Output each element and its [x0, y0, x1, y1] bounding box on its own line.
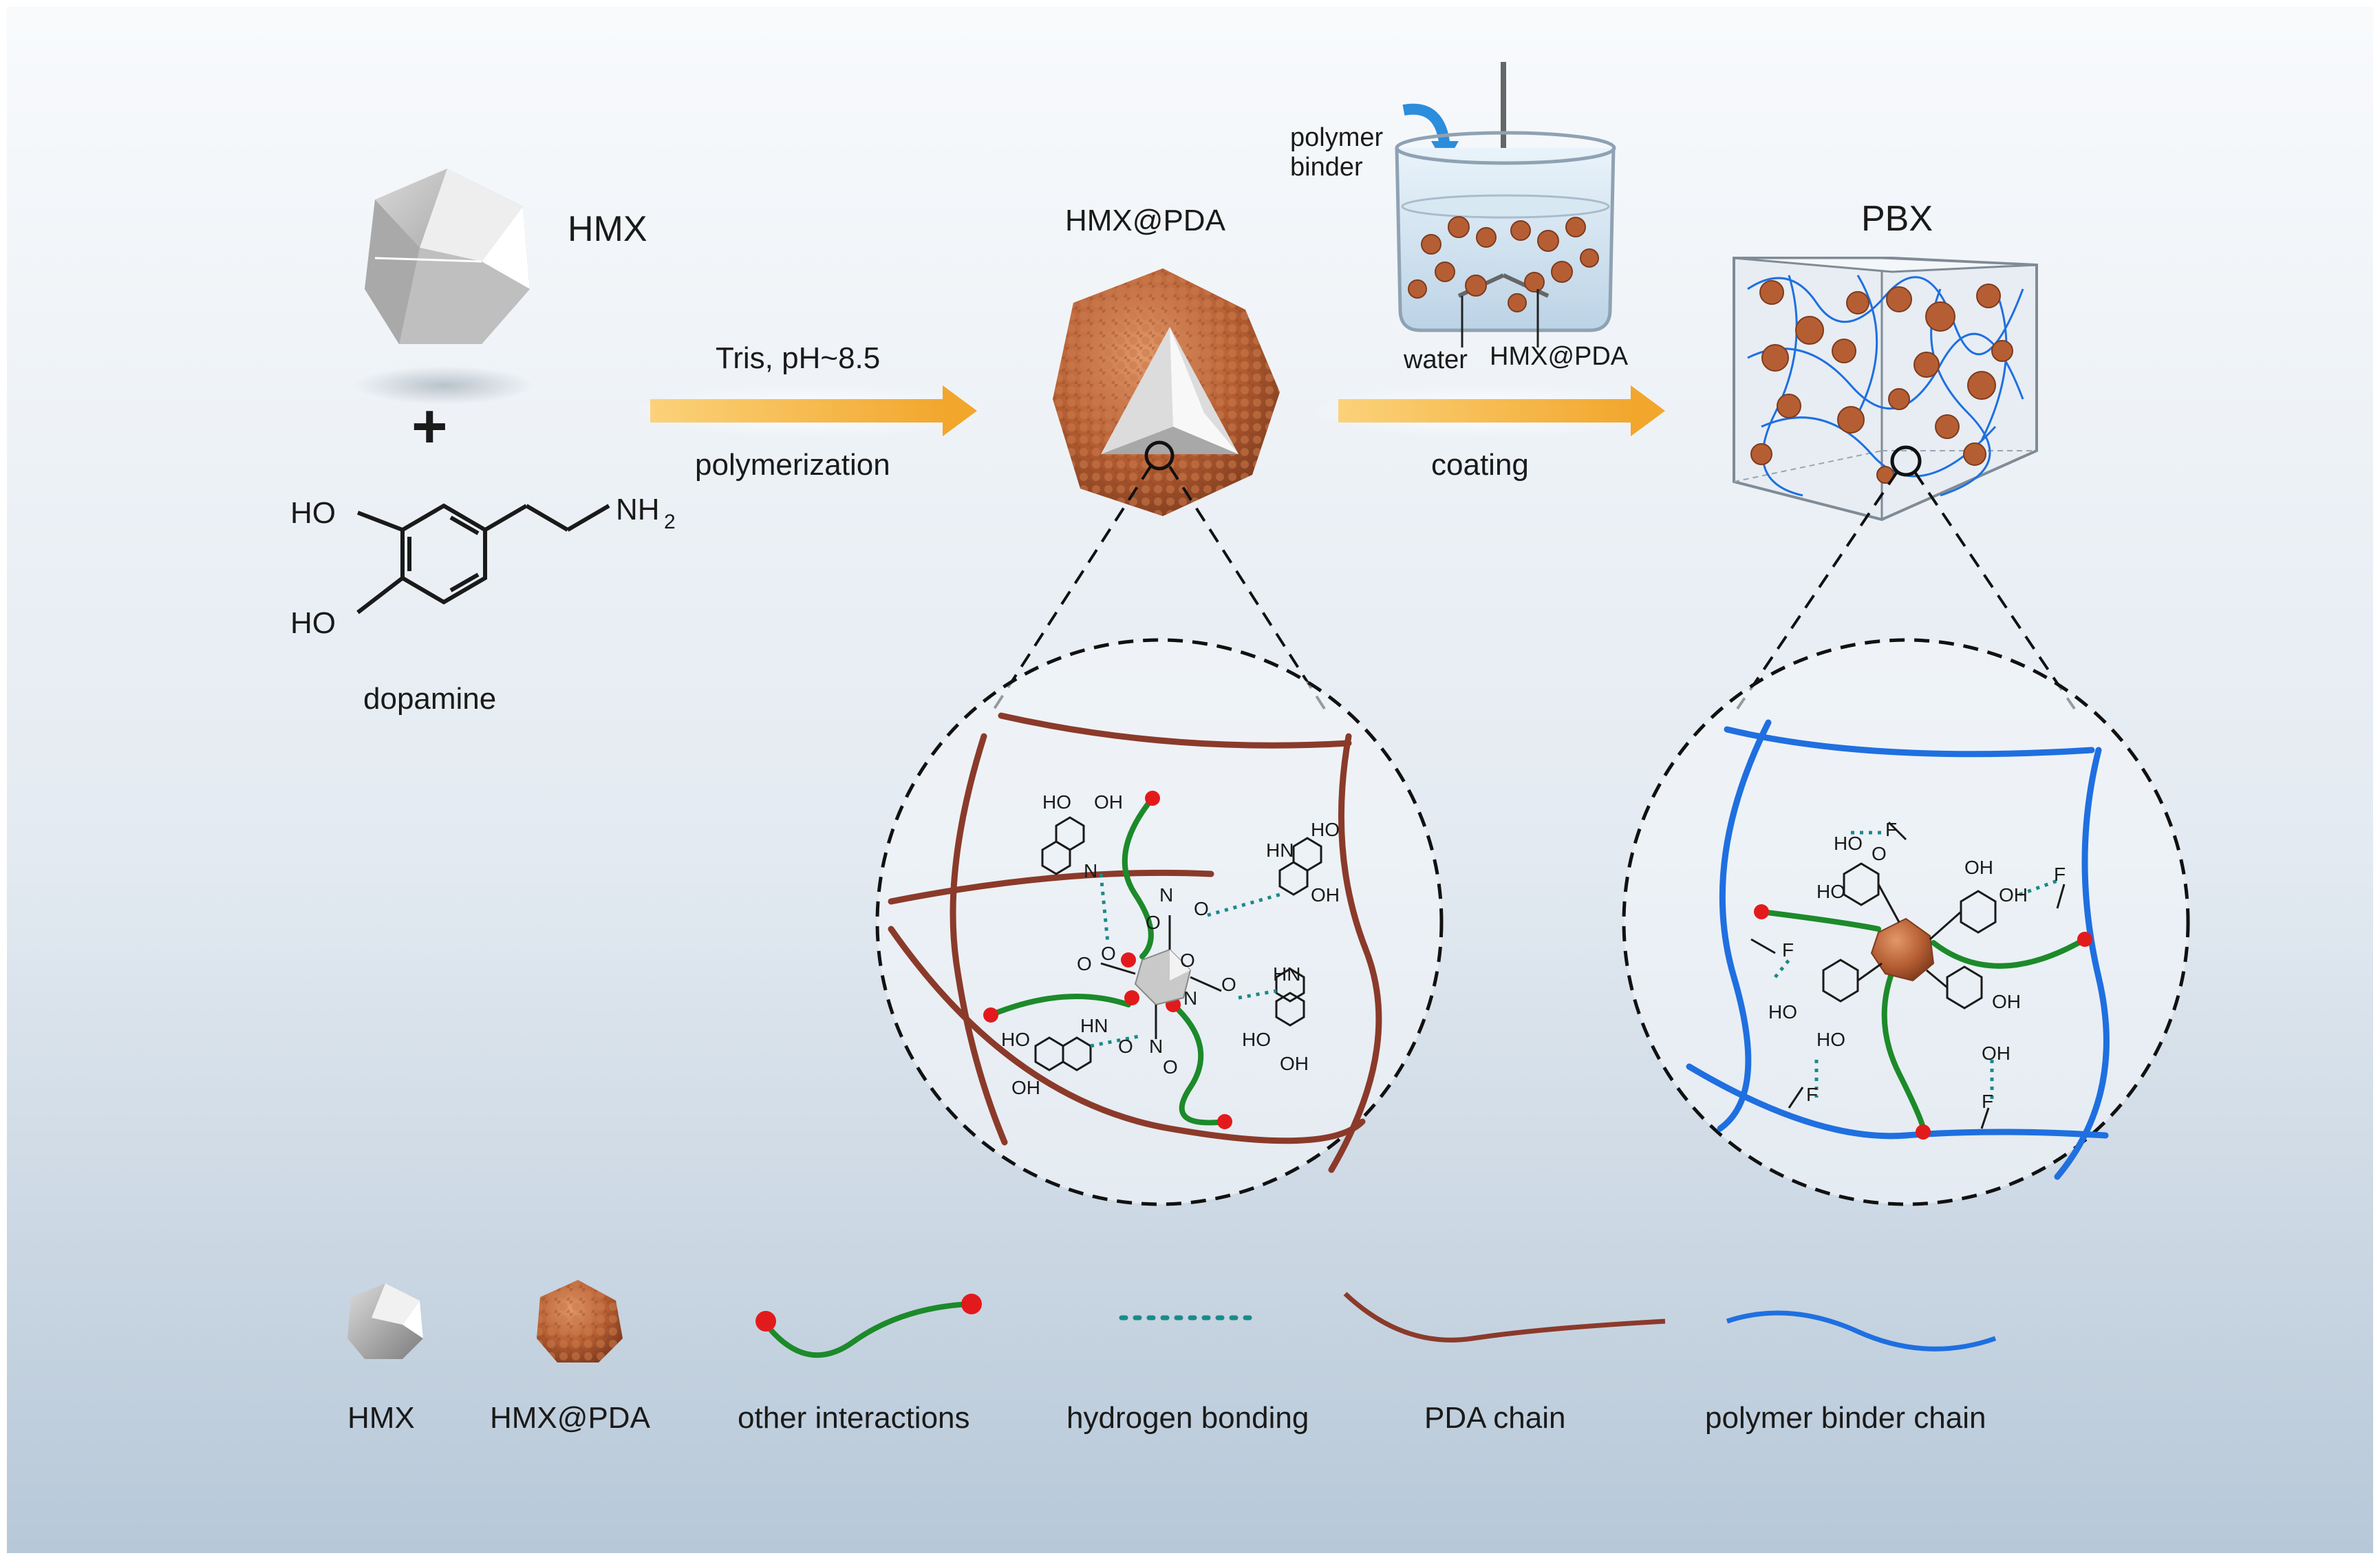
svg-text:O: O — [1180, 950, 1195, 971]
svg-text:F: F — [2054, 864, 2066, 885]
legend-other-interactions-icon — [755, 1294, 982, 1358]
plus-sign: + — [411, 392, 448, 461]
svg-text:F: F — [1782, 939, 1794, 961]
step1-condition: Tris, pH~8.5 — [716, 341, 880, 375]
pbx-zoom-ring — [1890, 445, 1922, 477]
legend-hmx-label: HMX — [347, 1401, 415, 1435]
step2-process: coating — [1431, 448, 1529, 482]
svg-text:HN: HN — [1273, 963, 1300, 985]
polymer-label: polymer — [1290, 123, 1383, 152]
water-label: water — [1403, 345, 1468, 374]
blue-pour-arrow-icon — [1402, 103, 1450, 149]
legend-hydrogen-bonding-label: hydrogen bonding — [1066, 1401, 1309, 1435]
dopamine-nh2-subscript: 2 — [664, 511, 676, 533]
svg-text:HO: HO — [1816, 1029, 1845, 1050]
legend-hmx-icon — [347, 1283, 423, 1359]
svg-text:OH: OH — [1311, 884, 1340, 906]
legend-hmx-pda-label: HMX@PDA — [490, 1401, 651, 1435]
svg-text:F: F — [1982, 1091, 1993, 1112]
binder-label: binder — [1290, 153, 1363, 182]
svg-text:HO: HO — [1768, 1001, 1797, 1023]
svg-text:O: O — [1221, 974, 1236, 995]
hmx-label: HMX — [568, 209, 647, 249]
hmx-core-icon — [1134, 948, 1192, 1006]
zoom-circle-hmx-pda: HO OH N N O O O O N O O N O O HN HO OH H… — [875, 638, 1444, 1206]
hmx-pda-crystal-icon — [1053, 268, 1280, 516]
dopamine-nh2: NH — [616, 493, 660, 526]
svg-text:HO: HO — [1242, 1029, 1271, 1050]
hmx-pda-zoom-ring — [1144, 440, 1175, 471]
hmx-pda-core-icon — [1870, 917, 1935, 982]
dopamine-label: dopamine — [363, 682, 496, 716]
svg-text:OH: OH — [1094, 791, 1123, 813]
legend-binder-chain-icon — [1726, 1310, 1997, 1351]
beaker-hmx-pda-label: HMX@PDA — [1490, 342, 1629, 371]
hmx-pda-title: HMX@PDA — [1065, 204, 1226, 237]
legend-other-interactions-label: other interactions — [738, 1401, 970, 1435]
pbx-particles — [1750, 280, 2013, 484]
svg-text:N: N — [1183, 987, 1197, 1009]
legend: HMX HMX@PDA other interactions hydrogen … — [347, 1280, 1997, 1435]
legend-pda-chain-label: PDA chain — [1424, 1401, 1565, 1435]
svg-text:F: F — [1806, 1084, 1818, 1105]
svg-text:HO: HO — [1816, 881, 1845, 902]
pbx-zoom-line-left — [1736, 471, 1898, 710]
svg-text:O: O — [1118, 1036, 1133, 1057]
dopamine-ho-bottom: HO — [290, 606, 336, 640]
svg-text:O: O — [1101, 943, 1116, 964]
svg-text:N: N — [1084, 860, 1097, 881]
svg-text:O: O — [1872, 843, 1887, 864]
svg-text:F: F — [1885, 819, 1897, 840]
arrow-coating — [1338, 385, 1665, 436]
step1-process: polymerization — [695, 448, 890, 482]
svg-text:HN: HN — [1266, 840, 1294, 861]
svg-text:N: N — [1149, 1036, 1163, 1057]
beaker-particles — [1408, 216, 1599, 312]
legend-pda-chain-icon — [1343, 1292, 1666, 1343]
svg-text:OH: OH — [1999, 884, 2028, 906]
svg-text:OH: OH — [1011, 1077, 1040, 1098]
svg-text:O: O — [1163, 1056, 1178, 1078]
pbx-title: PBX — [1861, 199, 1933, 239]
svg-text:HO: HO — [1042, 791, 1071, 813]
svg-text:HO: HO — [1311, 819, 1340, 840]
svg-text:OH: OH — [1964, 857, 1993, 878]
dopamine-ho-top: HO — [290, 496, 336, 530]
svg-text:N: N — [1159, 884, 1173, 906]
svg-text:O: O — [1194, 898, 1209, 919]
svg-text:O: O — [1077, 953, 1092, 974]
dopamine-structure — [356, 503, 610, 615]
svg-text:OH: OH — [1280, 1053, 1309, 1074]
legend-hmx-pda-icon — [537, 1280, 623, 1363]
legend-binder-chain-label: polymer binder chain — [1705, 1401, 1986, 1435]
arrow-polymerization — [650, 385, 977, 436]
hmx-crystal-icon — [365, 169, 530, 344]
svg-text:HO: HO — [1834, 833, 1863, 854]
svg-text:HO: HO — [1001, 1029, 1030, 1050]
svg-text:OH: OH — [1992, 991, 2021, 1012]
svg-text:OH: OH — [1982, 1043, 2011, 1064]
beaker-icon — [1395, 131, 1616, 332]
svg-text:O: O — [1146, 912, 1161, 933]
hmx-shadow — [354, 366, 533, 405]
zoom-circle-pbx: F HO HO O OH OH F F HO HO OH OH F F — [1622, 638, 2190, 1206]
pbx-zoom-line-right — [1913, 471, 2076, 710]
svg-text:HN: HN — [1080, 1015, 1108, 1036]
